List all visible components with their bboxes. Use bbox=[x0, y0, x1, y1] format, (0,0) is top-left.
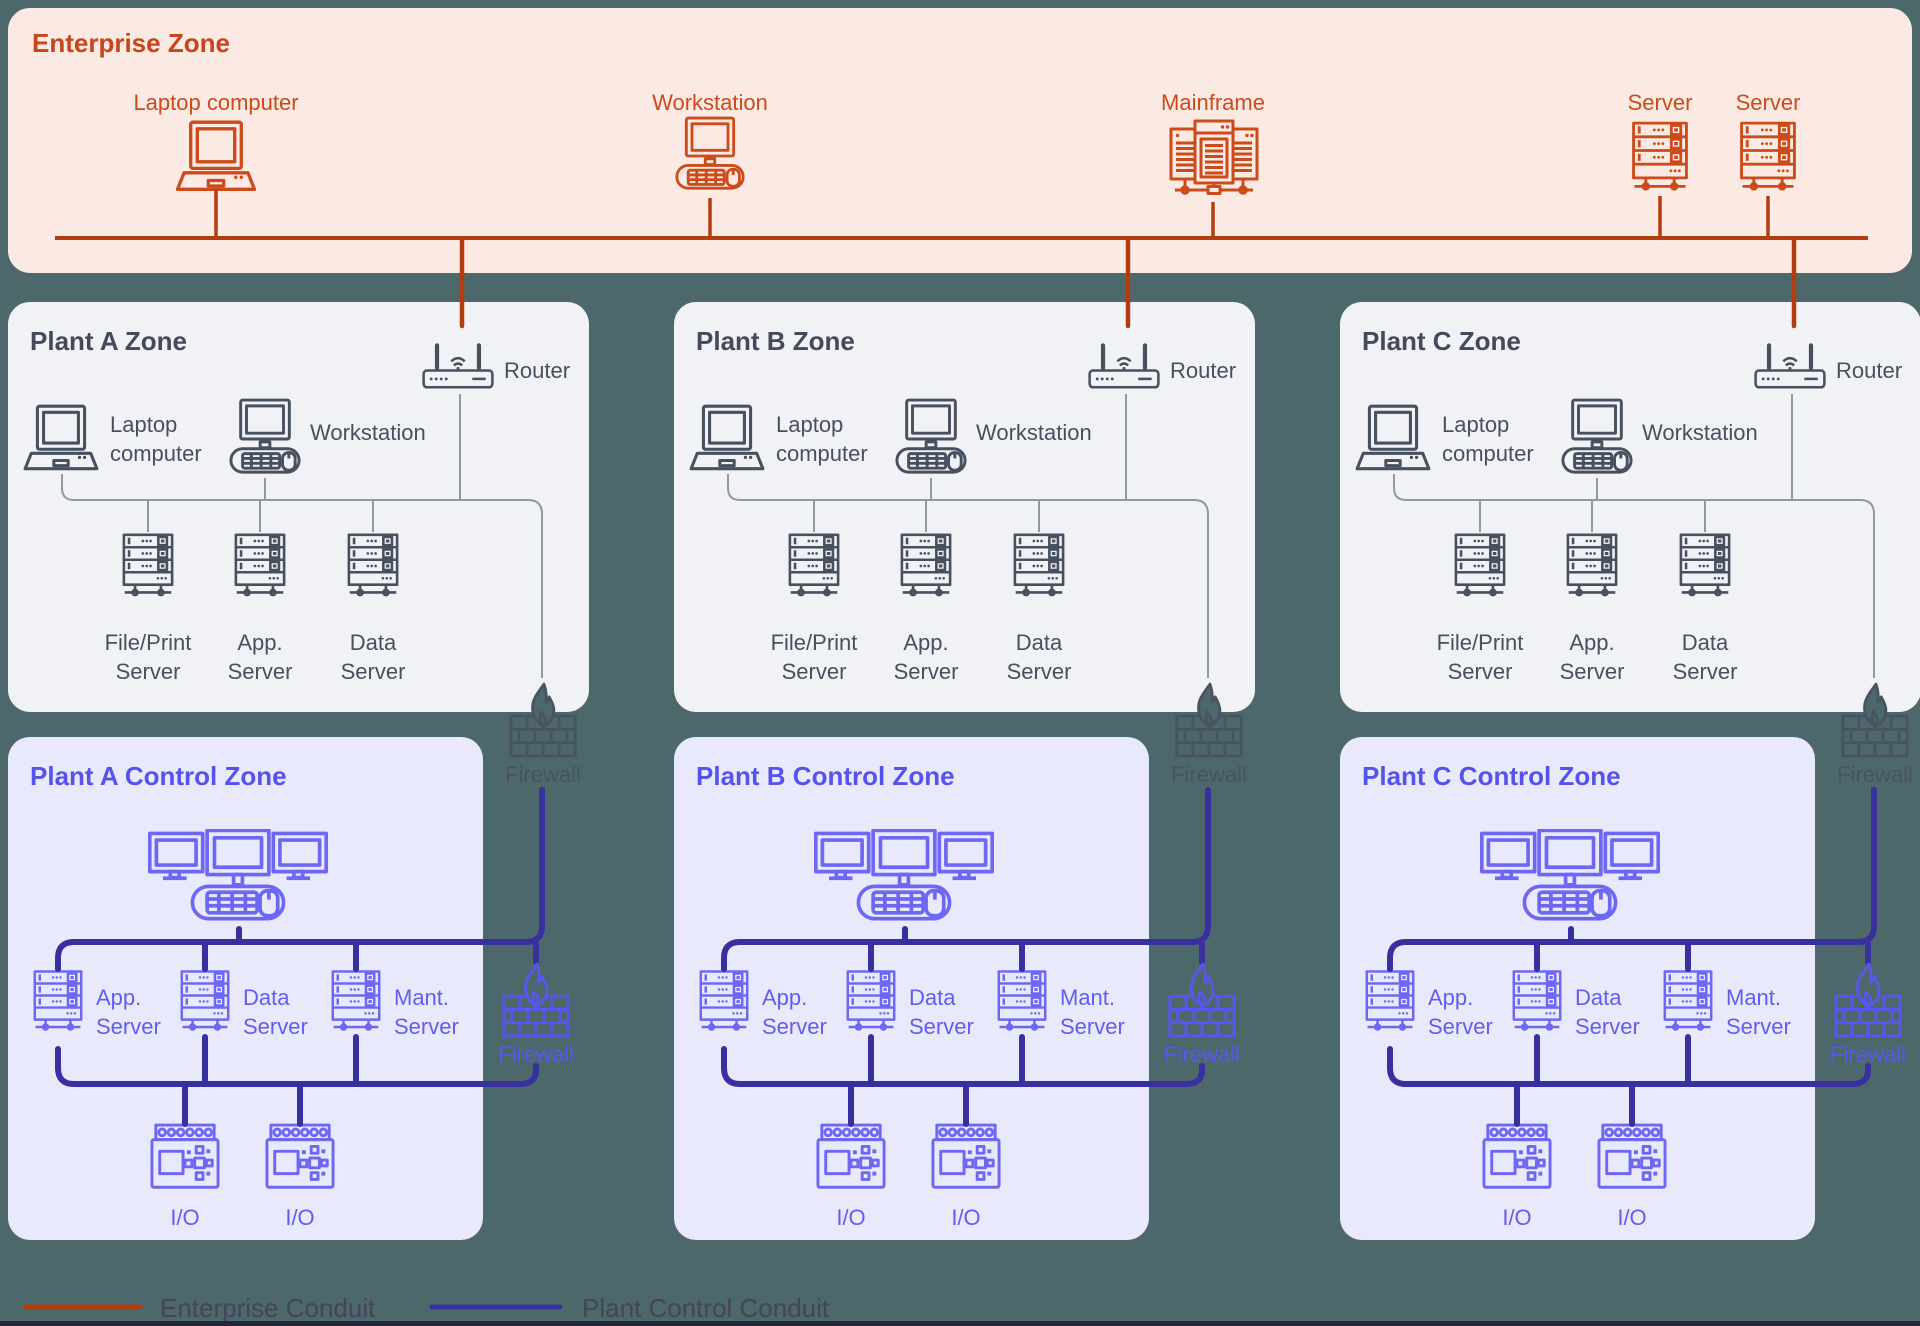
firewall-icon bbox=[502, 962, 570, 1038]
io-label: I/O bbox=[836, 1205, 866, 1230]
server-label: Data Server bbox=[243, 985, 308, 1040]
plant-a-control-zone: Plant A Control Zone App. Server Data Se… bbox=[8, 737, 483, 1240]
plant-c-zone: Plant C Zone Router Laptop computer Work… bbox=[1340, 302, 1920, 712]
firewall-label: Firewall bbox=[498, 1042, 574, 1067]
mainframe-label: Mainframe bbox=[1161, 90, 1265, 115]
server-label: App. Server bbox=[96, 985, 161, 1040]
server-label: Data Server bbox=[1006, 630, 1072, 685]
server-label: Server bbox=[1627, 90, 1693, 115]
legend-plant-control-conduit-label: Plant Control Conduit bbox=[582, 1293, 830, 1323]
plant-zone-title: Plant B Zone bbox=[696, 326, 855, 356]
laptop-label: Laptop computer bbox=[133, 90, 299, 115]
laptop-label: Laptop computer bbox=[776, 412, 868, 467]
workstation-label: Workstation bbox=[310, 420, 426, 445]
firewall-label: Firewall bbox=[1830, 1042, 1906, 1067]
server-label: Data Server bbox=[909, 985, 974, 1040]
server-label: File/Print Server bbox=[770, 630, 858, 685]
laptop-label: Laptop computer bbox=[110, 412, 202, 467]
server-label: Mant. Server bbox=[394, 985, 459, 1040]
firewall-icon bbox=[509, 682, 577, 758]
workstation-label: Workstation bbox=[976, 420, 1092, 445]
plant-b-zone: Plant B Zone Router Laptop computer Work… bbox=[674, 302, 1255, 712]
server-label: App. Server bbox=[893, 630, 959, 685]
control-zone-title: Plant A Control Zone bbox=[30, 761, 287, 791]
firewall-label: Firewall bbox=[1837, 762, 1913, 787]
control-zone-title: Plant B Control Zone bbox=[696, 761, 955, 791]
io-label: I/O bbox=[1502, 1205, 1532, 1230]
io-label: I/O bbox=[170, 1205, 200, 1230]
server-label: Mant. Server bbox=[1726, 985, 1791, 1040]
firewall-icon bbox=[1175, 682, 1243, 758]
legend-enterprise-conduit-label: Enterprise Conduit bbox=[160, 1293, 376, 1323]
firewall-icon bbox=[1168, 962, 1236, 1038]
firewall-label: Firewall bbox=[505, 762, 581, 787]
enterprise-zone: Enterprise Zone Laptop computer Workstat… bbox=[8, 8, 1912, 273]
control-zone-title: Plant C Control Zone bbox=[1362, 761, 1621, 791]
io-label: I/O bbox=[951, 1205, 981, 1230]
enterprise-zone-title: Enterprise Zone bbox=[32, 28, 230, 58]
router-label: Router bbox=[504, 358, 571, 383]
plant-zone-title: Plant A Zone bbox=[30, 326, 187, 356]
router-label: Router bbox=[1836, 358, 1903, 383]
firewall-label: Firewall bbox=[1171, 762, 1247, 787]
plant-c-control-zone: Plant C Control Zone App. Server Data Se… bbox=[1340, 737, 1815, 1240]
bottom-strip bbox=[0, 1321, 1920, 1326]
server-label: Data Server bbox=[1672, 630, 1738, 685]
server-label: Mant. Server bbox=[1060, 985, 1125, 1040]
firewall-icon bbox=[1841, 682, 1909, 758]
workstation-label: Workstation bbox=[652, 90, 768, 115]
io-label: I/O bbox=[1617, 1205, 1647, 1230]
server-label: Data Server bbox=[1575, 985, 1640, 1040]
firewall-label: Firewall bbox=[1164, 1042, 1240, 1067]
firewall-icon bbox=[1834, 962, 1902, 1038]
laptop-label: Laptop computer bbox=[1442, 412, 1534, 467]
server-label: Data Server bbox=[340, 630, 406, 685]
io-label: I/O bbox=[285, 1205, 315, 1230]
server-label: App. Server bbox=[227, 630, 293, 685]
plant-b-control-zone: Plant B Control Zone App. Server Data Se… bbox=[674, 737, 1149, 1240]
server-label: App. Server bbox=[1428, 985, 1493, 1040]
server-label: File/Print Server bbox=[104, 630, 192, 685]
server-label: File/Print Server bbox=[1436, 630, 1524, 685]
server-label: App. Server bbox=[1559, 630, 1625, 685]
router-label: Router bbox=[1170, 358, 1237, 383]
workstation-label: Workstation bbox=[1642, 420, 1758, 445]
plant-zone-title: Plant C Zone bbox=[1362, 326, 1521, 356]
plant-a-zone: Plant A Zone Router Laptop computer Work… bbox=[8, 302, 589, 712]
server-label: Server bbox=[1735, 90, 1801, 115]
server-label: App. Server bbox=[762, 985, 827, 1040]
